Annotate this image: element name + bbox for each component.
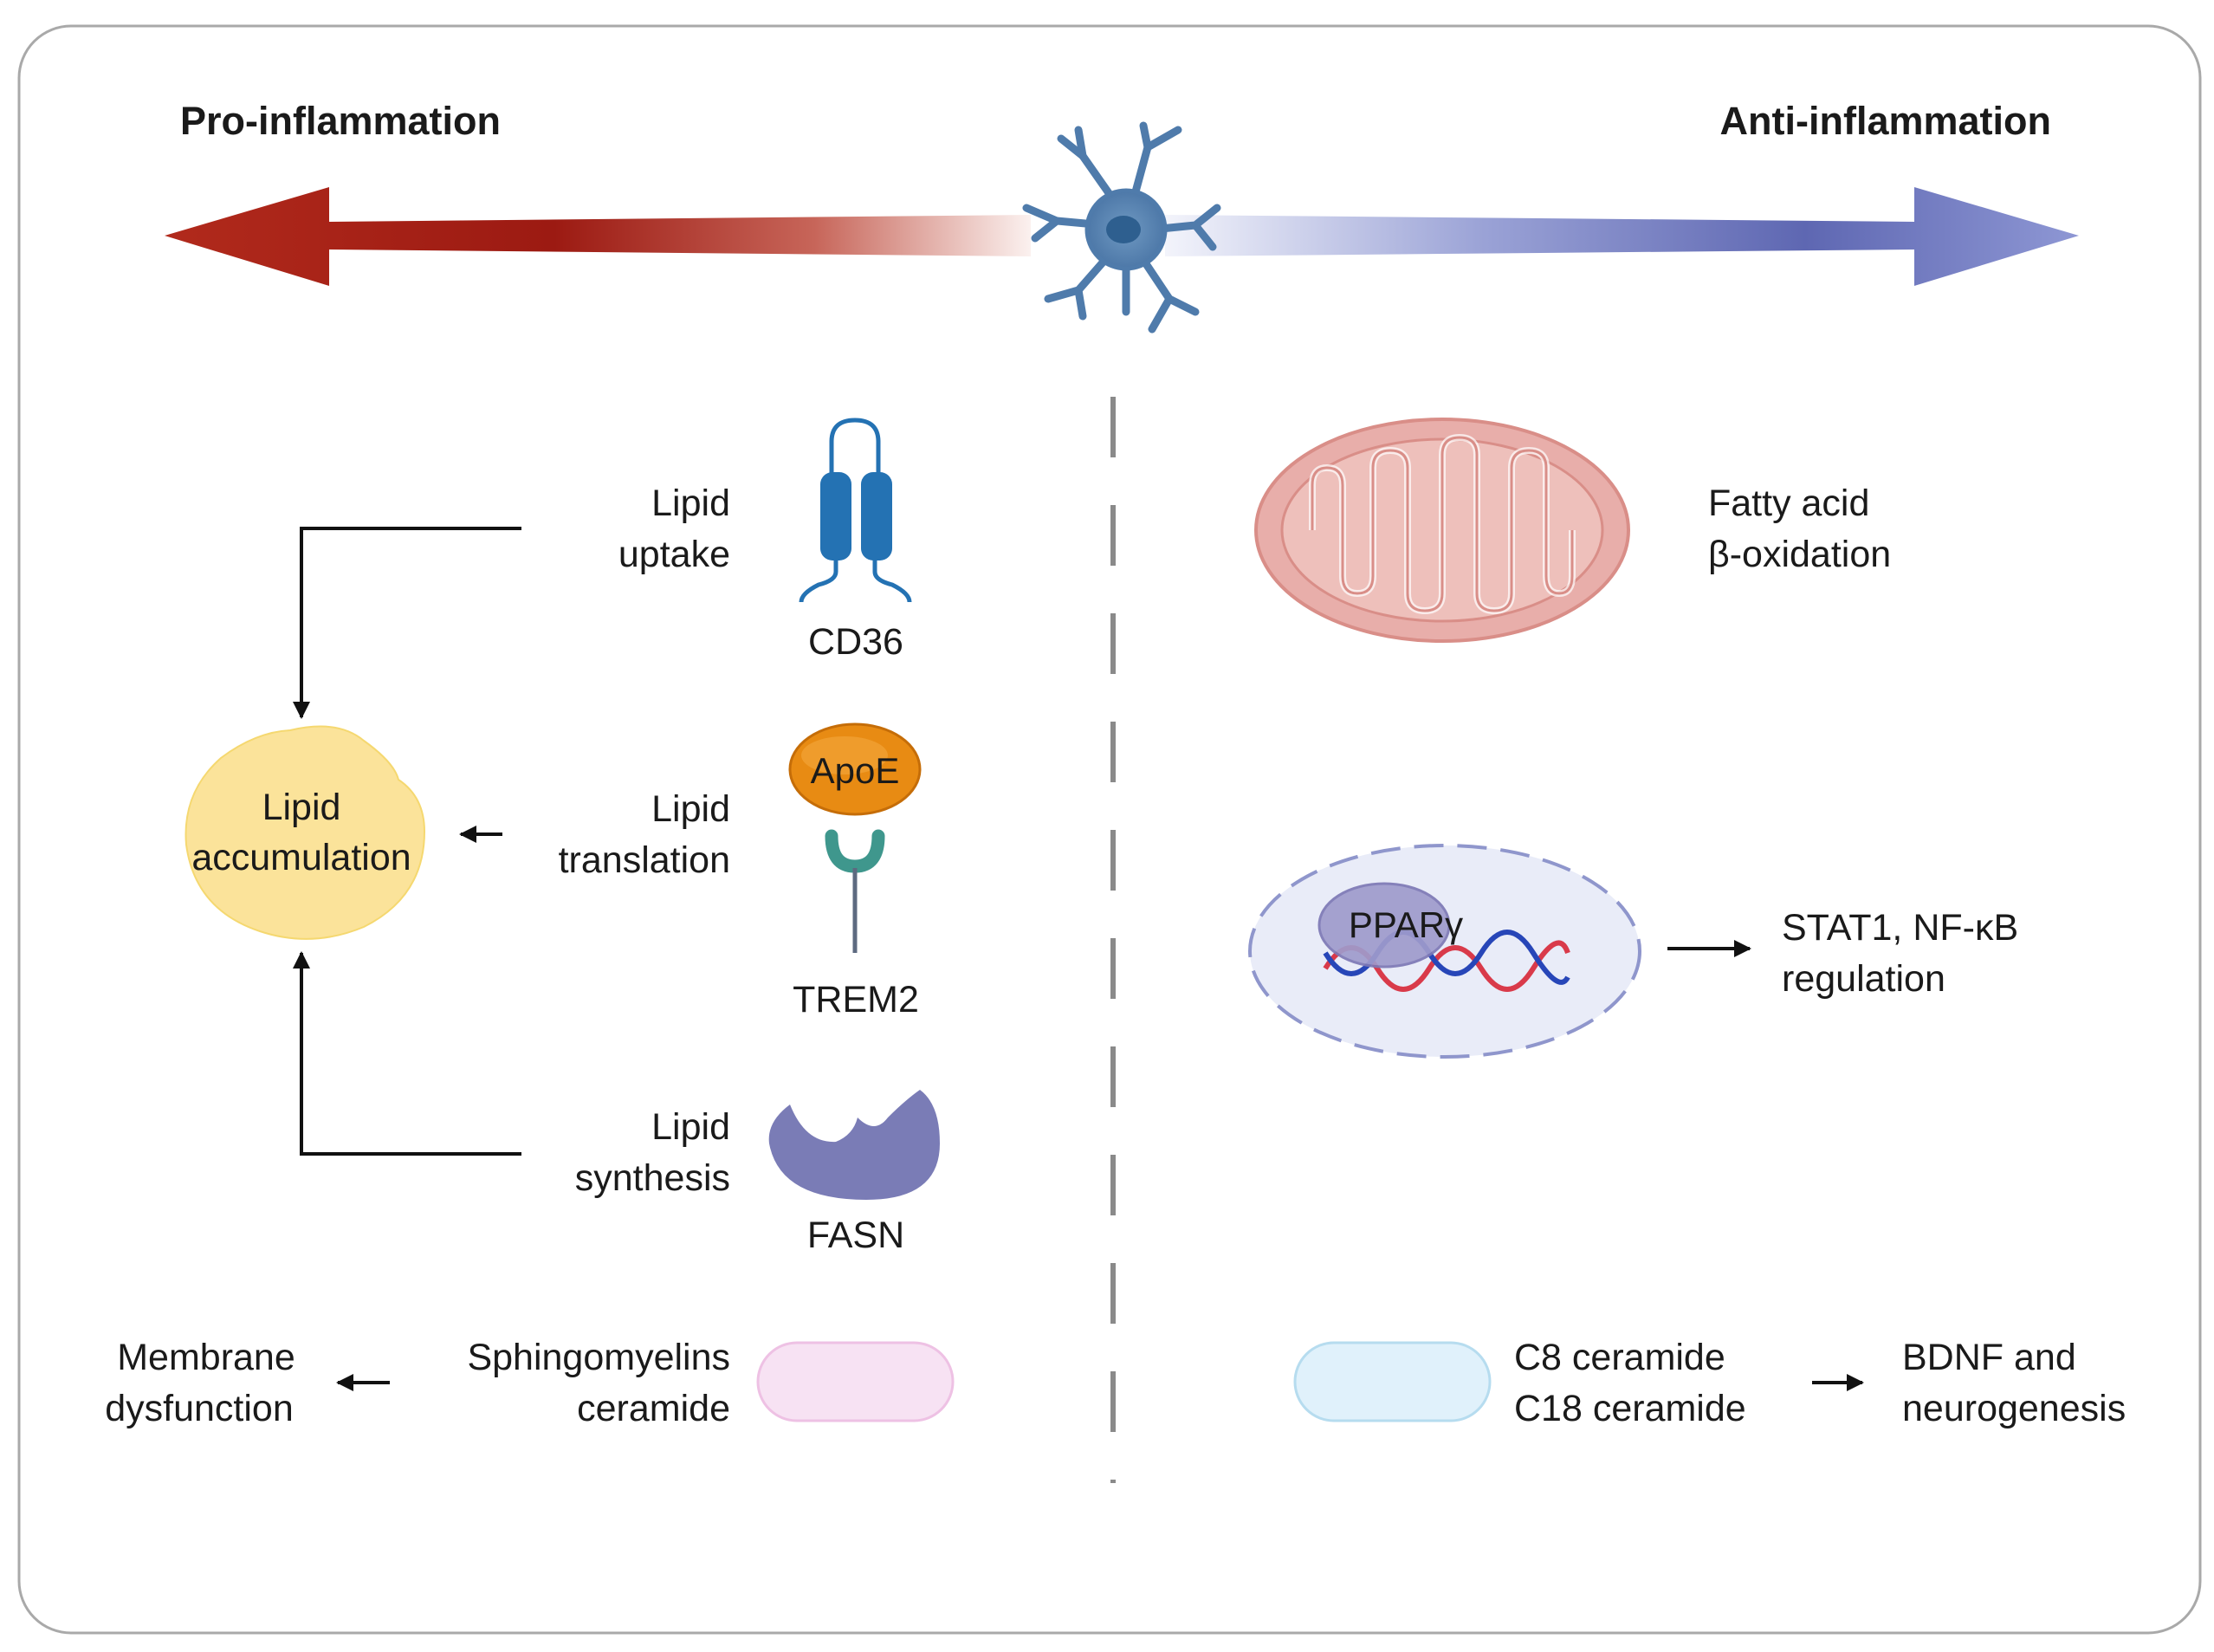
bdnf-label: BDNF and	[1902, 1337, 2076, 1378]
apoe-icon	[788, 722, 922, 816]
mitochondrion-icon	[1254, 418, 1630, 643]
fasn-enzyme-icon	[768, 1090, 940, 1200]
lipid-droplet-icon	[184, 725, 426, 940]
pro-inflammation-heading: Pro-inflammation	[180, 99, 501, 143]
apoe-label: ApoE	[811, 750, 900, 791]
lipid-accumulation-label: Lipid	[262, 787, 341, 828]
microglia-icon	[1022, 121, 1221, 334]
regulation-label: regulation	[1782, 958, 1945, 1000]
anti-inflammation-heading: Anti-inflammation	[1720, 99, 2051, 143]
cd36-receptor-icon	[799, 418, 912, 603]
sphingomyelins-label: Sphingomyelins	[467, 1337, 730, 1378]
ppar-gamma-label: PPARγ	[1349, 904, 1463, 945]
anti-inflammation-arrow	[1165, 187, 2079, 286]
synthesis-to-accumulation-arrow	[293, 951, 521, 1156]
uptake-to-accumulation-arrow	[293, 527, 521, 719]
membrane-dysfunction-label: Membrane	[117, 1337, 295, 1378]
lipid-synthesis-label: Lipid	[651, 1106, 730, 1148]
sphingomyelins-label-line2: ceramide	[577, 1388, 730, 1429]
c18-ceramide-label: C18 ceramide	[1514, 1388, 1746, 1429]
lipid-synthesis-label-line2: synthesis	[575, 1157, 730, 1199]
trem2-label: TREM2	[793, 979, 919, 1020]
cd36-label: CD36	[808, 621, 903, 663]
lipid-uptake-label-line2: uptake	[618, 534, 730, 575]
lipid-translation-label: Lipid	[651, 788, 730, 830]
panel-frame	[17, 24, 2202, 1635]
fatty-acid-label: Fatty acid	[1708, 483, 1869, 524]
pro-inflammation-arrow	[165, 187, 1031, 286]
fasn-label: FASN	[807, 1215, 904, 1256]
beta-oxidation-label: β-oxidation	[1708, 534, 1891, 575]
ppar-gamma-icon	[1317, 882, 1451, 969]
ceramide-pill-icon	[1293, 1341, 1492, 1422]
lipid-translation-label-line2: translation	[559, 839, 730, 881]
neurogenesis-label: neurogenesis	[1902, 1388, 2126, 1429]
lipid-accumulation-label-line2: accumulation	[191, 837, 411, 878]
stat-nfkb-label: STAT1, NF-κB	[1782, 907, 2018, 949]
membrane-dysfunction-label-line2: dysfunction	[105, 1388, 294, 1429]
c8-ceramide-label: C8 ceramide	[1514, 1337, 1725, 1378]
trem2-receptor-icon	[825, 829, 885, 953]
lipid-uptake-label: Lipid	[651, 483, 730, 524]
sphingomyelin-pill-icon	[756, 1341, 955, 1422]
